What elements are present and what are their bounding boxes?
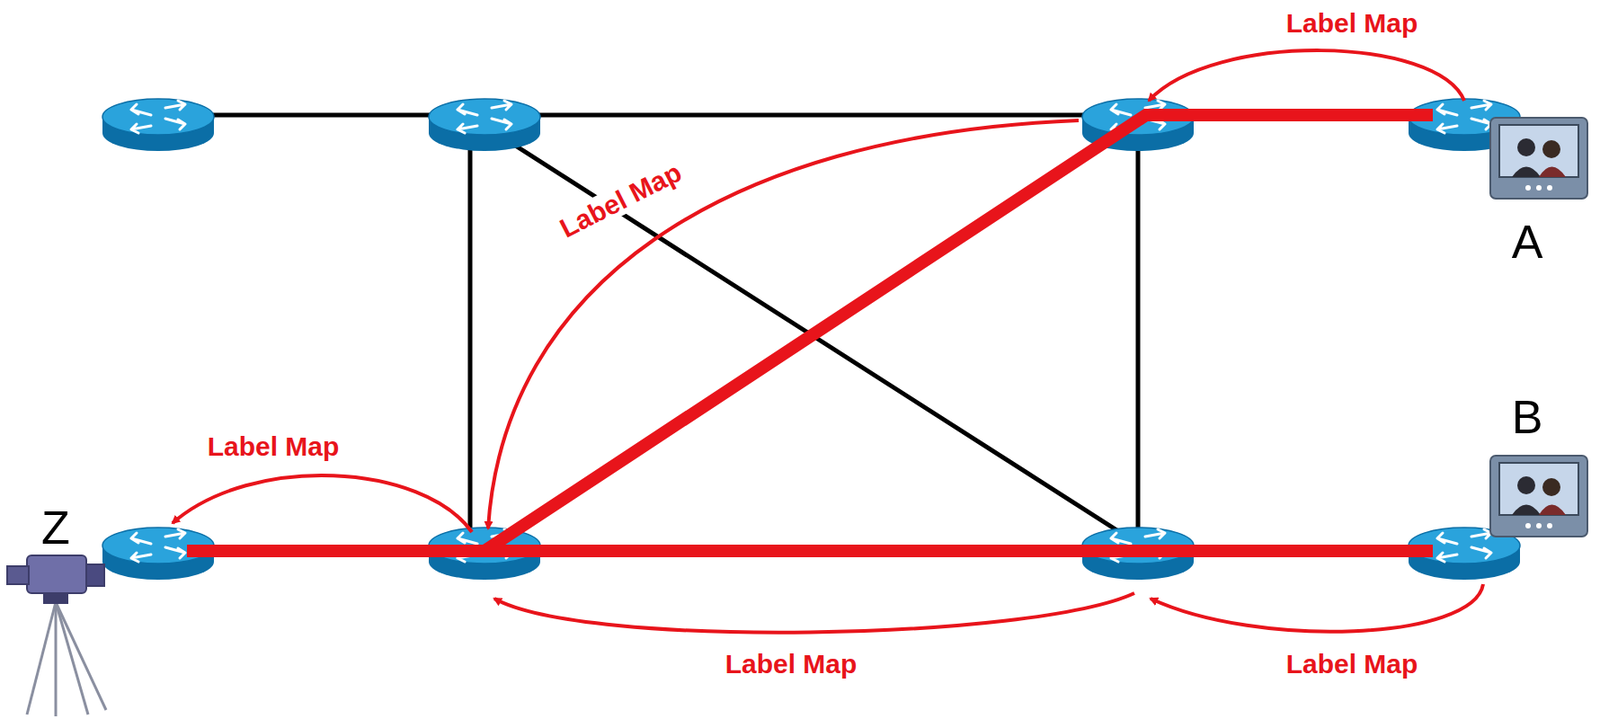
arrow-label: Label Map [1283, 648, 1422, 679]
host-label: B [1511, 391, 1544, 444]
arrow-label: Label Map [722, 648, 861, 679]
host-label: Z [41, 502, 71, 554]
arrow-label: Label Map [204, 431, 343, 462]
host-label: A [1511, 216, 1544, 268]
arrow-label: Label Map [1283, 8, 1422, 38]
